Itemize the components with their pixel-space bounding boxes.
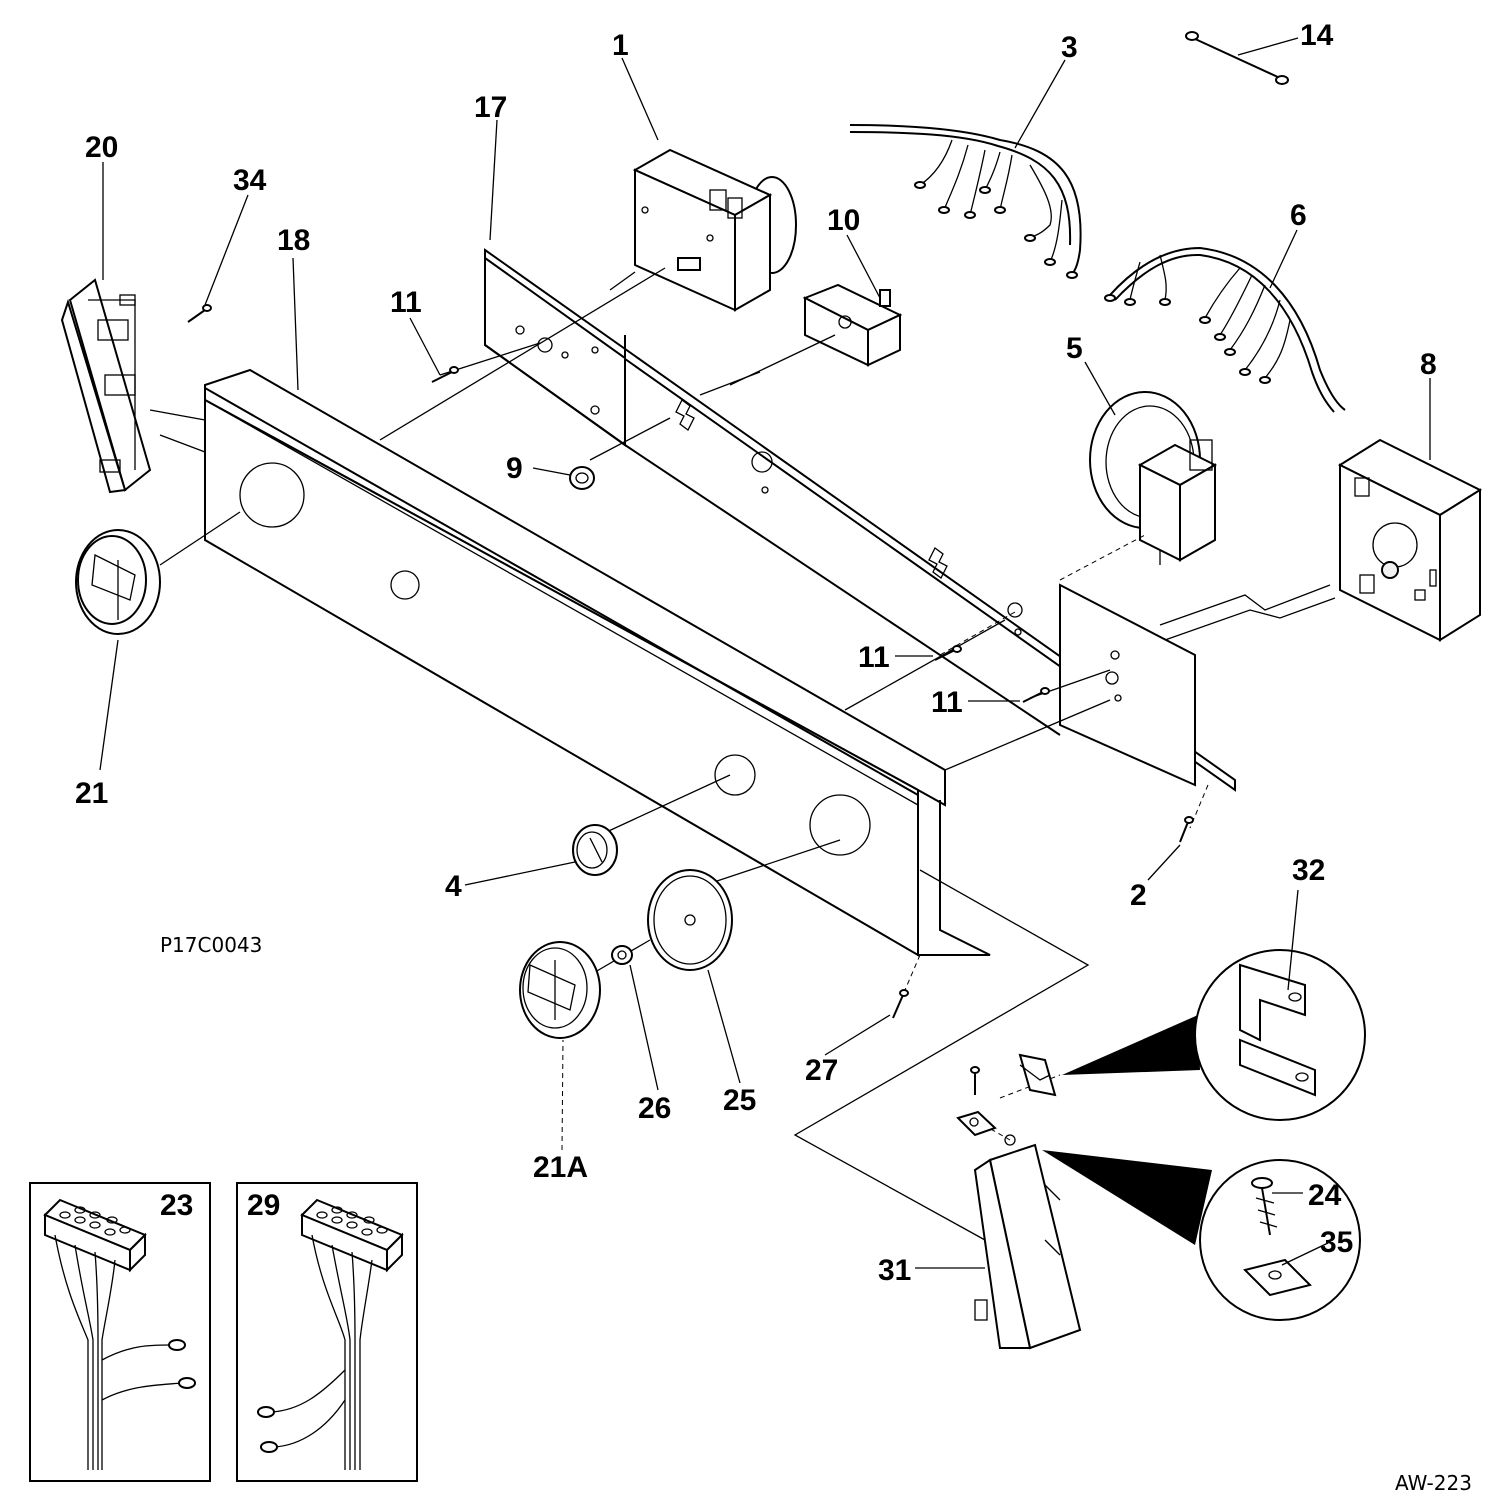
- callout-labels: 1 17 3 14 20 34 18 10 6 11 5 8 9 11 11 2…: [75, 19, 1472, 1495]
- screws: [187, 304, 1194, 1095]
- dial-part-25: [647, 869, 733, 971]
- callout-21A: 21A: [533, 1151, 588, 1184]
- grommet-part-9: [569, 466, 595, 490]
- callout-8: 8: [1420, 348, 1437, 381]
- screw-27-icon: [892, 989, 909, 1019]
- callout-31: 31: [878, 1254, 911, 1287]
- screw-left-end-cap-icon: [970, 1066, 980, 1095]
- callout-27: 27: [805, 1054, 838, 1087]
- nut-plate: [956, 1110, 997, 1137]
- timer-part-1: [632, 148, 797, 312]
- knob-part-21: [75, 529, 161, 635]
- callout-21: 21: [75, 777, 108, 810]
- clip-bracket: [1018, 1053, 1057, 1097]
- callout-11-low: 11: [931, 686, 963, 719]
- callout-32: 32: [1292, 854, 1325, 887]
- rear-control-bracket: [484, 248, 1236, 792]
- callout-3: 3: [1061, 31, 1078, 64]
- callout-34: 34: [233, 164, 267, 197]
- callout-10: 10: [827, 204, 860, 237]
- detail-view-part-24-35: [1042, 1150, 1361, 1321]
- callout-35: 35: [1320, 1226, 1353, 1259]
- callout-4: 4: [445, 870, 462, 903]
- callout-17: 17: [474, 91, 507, 124]
- end-cap-part-20: [60, 278, 152, 494]
- figure-code: P17C0043: [160, 933, 262, 957]
- callout-26: 26: [638, 1092, 671, 1125]
- screw-11-mid-icon: [934, 645, 962, 661]
- leader-lines: [99, 37, 1431, 1269]
- wire-harness-part-3: [849, 124, 1082, 279]
- callout-29: 29: [247, 1189, 280, 1222]
- knob-part-21A: [519, 941, 601, 1039]
- callout-11-mid: 11: [858, 641, 890, 674]
- callout-11-top: 11: [390, 286, 422, 319]
- clip-35-icon: [1243, 1258, 1312, 1297]
- inset-harness-29: [236, 1182, 418, 1482]
- callout-25: 25: [723, 1084, 756, 1117]
- callout-1: 1: [612, 29, 629, 62]
- callout-2: 2: [1130, 879, 1147, 912]
- callout-5: 5: [1066, 332, 1083, 365]
- callout-23: 23: [160, 1189, 193, 1222]
- drawing-code: AW-223: [1395, 1471, 1472, 1495]
- console-panel: [204, 368, 991, 957]
- screw-2-icon: [1179, 816, 1194, 843]
- callout-6: 6: [1290, 199, 1307, 232]
- switch-part-10: [802, 283, 903, 367]
- inset-harness-23: [29, 1182, 211, 1482]
- screw-34-icon: [187, 304, 212, 323]
- callout-14: 14: [1300, 19, 1334, 52]
- callout-24: 24: [1308, 1179, 1342, 1212]
- detail-view-part-32: [1062, 949, 1366, 1121]
- screw-11-top-icon: [431, 366, 459, 383]
- jumper-wire-part-14: [1185, 31, 1289, 85]
- end-cap-part-31: [973, 1134, 1082, 1350]
- screw-11-low-icon: [1022, 687, 1050, 703]
- washer-part-26: [611, 945, 633, 965]
- selector-part-5: [1089, 391, 1218, 565]
- knob-part-4: [572, 824, 618, 876]
- wire-harness-part-6: [1104, 246, 1346, 413]
- screw-24-icon: [1251, 1177, 1278, 1236]
- callout-20: 20: [85, 131, 118, 164]
- callout-18: 18: [277, 224, 310, 257]
- callout-9: 9: [506, 452, 523, 485]
- timer-part-8: [1337, 438, 1483, 642]
